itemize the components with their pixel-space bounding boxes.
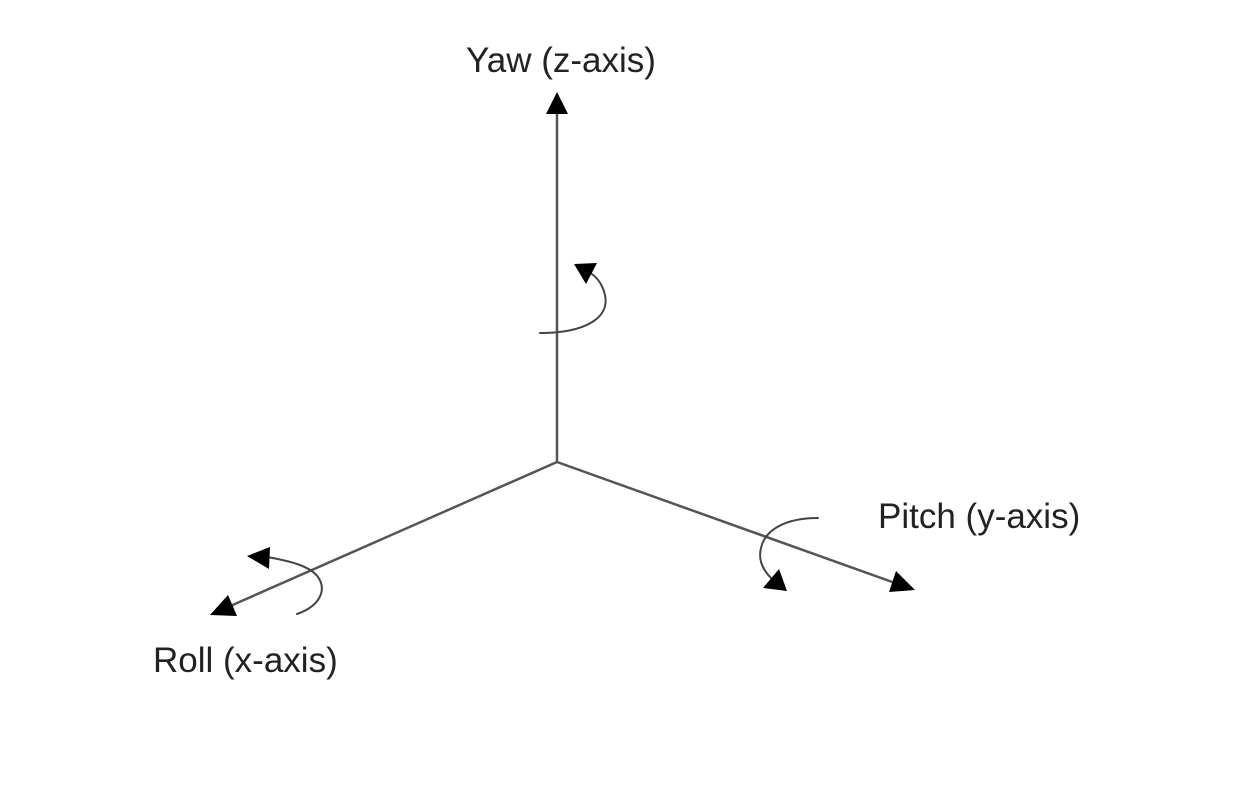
pitch-axis-arrowhead xyxy=(889,571,915,592)
roll-rotation-arrowhead xyxy=(247,547,270,569)
roll-axis-line xyxy=(226,460,559,609)
roll-axis xyxy=(210,460,559,616)
pitch-axis xyxy=(555,460,915,592)
yaw-rotation-arrowhead xyxy=(574,263,597,284)
pitch-rotation-arrowhead xyxy=(763,569,787,591)
pitch-rotation-arc xyxy=(759,517,819,579)
yaw-rotation-arc xyxy=(539,269,607,334)
roll-axis-label: Roll (x-axis) xyxy=(153,641,338,680)
pitch-axis-line xyxy=(555,460,897,585)
yaw-axis-arrowhead xyxy=(546,92,568,114)
roll-rotation-arc xyxy=(266,556,323,615)
pitch-axis-label: Pitch (y-axis) xyxy=(878,497,1080,536)
yaw-axis xyxy=(539,92,607,464)
roll-axis-arrowhead xyxy=(210,595,237,616)
yaw-axis-label: Yaw (z-axis) xyxy=(466,41,656,80)
